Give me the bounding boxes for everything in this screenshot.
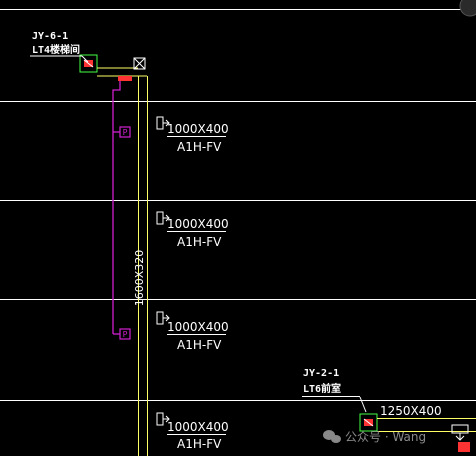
pipe-valve-top: P	[119, 126, 131, 138]
outlet-icon	[156, 311, 164, 325]
outlet-size-label: 1000X400	[167, 217, 229, 231]
outlet-arrow	[163, 314, 170, 322]
pipe-valve-label: P	[123, 128, 128, 137]
fire-valve-icon	[133, 57, 146, 70]
fan-location-label: LT4楼梯间	[32, 43, 80, 56]
outlet-arrow	[163, 214, 170, 222]
fan-unit-bottom: JY-2-1 LT6前室 1250X400	[302, 368, 476, 452]
outlet-type-label: A1H-FV	[177, 140, 222, 154]
outlet-icon	[156, 412, 164, 426]
watermark-text: 公众号 · Wang	[345, 430, 426, 444]
outlet-3: 1000X400 A1H-FV	[156, 311, 229, 352]
main-duct-size-label: 1600X320	[133, 250, 146, 307]
outlet-type-label: A1H-FV	[177, 437, 222, 451]
fan-location-label: LT6前室	[303, 382, 341, 395]
fan-motor-mark	[363, 418, 374, 427]
outlet-type-label: A1H-FV	[177, 235, 222, 249]
outlet-icon	[156, 116, 164, 130]
fire-valve-mark	[133, 57, 146, 70]
outlet-size-label: 1000X400	[167, 122, 229, 136]
outlet-type-label: A1H-FV	[177, 338, 222, 352]
outlet-arrow	[163, 415, 170, 423]
pipe-top-segment	[112, 81, 121, 132]
fan-code-label: JY-2-1	[303, 368, 339, 379]
damper-icon	[118, 76, 132, 81]
pipe-valve-label: P	[123, 330, 128, 339]
branch-duct-size-label: 1250X400	[380, 404, 442, 418]
fan-unit-top: JY-6-1 LT4楼梯间	[30, 31, 147, 81]
outlet-size-label: 1000X400	[167, 320, 229, 334]
fan-box	[359, 413, 378, 432]
leader-line	[359, 396, 367, 413]
fan-code-label: JY-6-1	[32, 31, 68, 42]
floor-lines	[0, 9, 476, 401]
watermark: 公众号 · Wang	[323, 430, 426, 444]
pipe-valve-icon	[119, 328, 131, 340]
damper-icon	[458, 442, 470, 452]
pipe-valve-icon	[119, 126, 131, 138]
fire-valve-mark	[455, 433, 465, 441]
outlet-size-label: 1000X400	[167, 420, 229, 434]
fan-motor-mark	[83, 59, 94, 68]
outlet-1: 1000X400 A1H-FV	[156, 116, 229, 154]
leader-line	[81, 55, 89, 63]
outlet-4: 1000X400 A1H-FV	[156, 412, 229, 451]
outlet-arrow	[163, 119, 170, 127]
wechat-icon	[323, 430, 341, 443]
main-duct	[138, 76, 148, 456]
outlet-2: 1000X400 A1H-FV	[156, 211, 229, 249]
outlet-icon	[156, 211, 164, 225]
fan-box	[79, 54, 98, 73]
pipe-valve-bottom: P	[119, 328, 131, 340]
pipe-line	[112, 81, 121, 335]
corner-logo-icon	[459, 0, 476, 17]
